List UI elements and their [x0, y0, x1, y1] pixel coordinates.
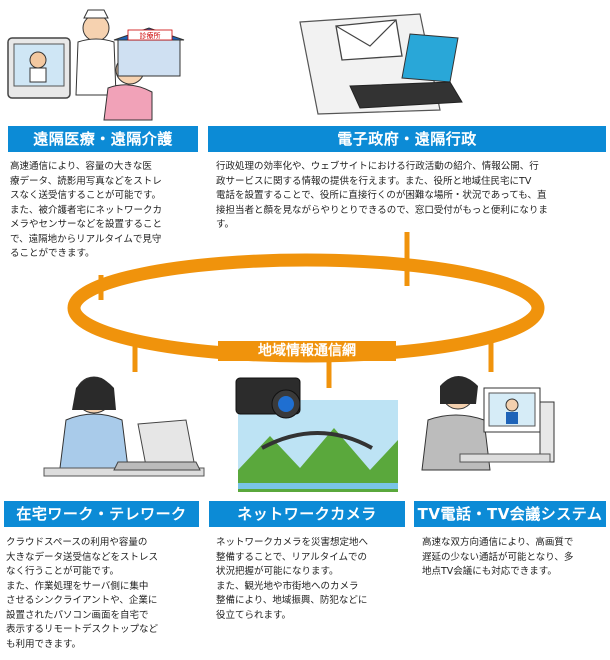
network-label: 地域情報通信網 [218, 341, 396, 361]
clinic-building [117, 39, 181, 77]
header-netcam: ネットワークカメラ [209, 501, 405, 527]
desc-line: 政サービスに関する情報の提供を行えます。また、役所と地域住民宅にTV [216, 175, 532, 187]
telework-illustration [43, 376, 205, 477]
desc-line: スなく送受信することが可能です。 [10, 190, 162, 201]
desc-line: また、被介護者宅にネットワークカ [10, 204, 163, 216]
desc-egov: 行政処理の効率化や、ウェブサイトにおける行政活動の紹介、情報公開、行 政サービス… [216, 160, 606, 233]
egov-illustration [299, 13, 463, 115]
desc-line: また、観光地や市街地へのカメラ [216, 580, 359, 592]
desc-line: 行政処理の効率化や、ウェブサイトにおける行政活動の紹介、情報公開、行 [216, 161, 539, 172]
laptop-screen [401, 33, 459, 83]
desc-netcam: ネットワークカメラを災害想定地へ 整備することで、リアルタイムでの 状況把握が可… [216, 536, 408, 623]
desc-line: 役立てられます。 [216, 609, 292, 621]
desc-line: 整備により、地域振興、防犯などに [216, 595, 368, 606]
bridge [261, 431, 373, 450]
desc-line: す。 [216, 219, 235, 230]
netcam-illustration [235, 377, 398, 492]
desc-line: 電話を設置することで、役所に直接行くのが困難な場所・状況であっても、直 [216, 190, 547, 201]
laptop-keyboard [349, 81, 463, 109]
desc-line: 地点TV会議にも対応できます。 [422, 566, 557, 577]
telemedicine-illustration: 診療所 [7, 9, 185, 121]
desc-line: も利用できます。 [6, 638, 82, 650]
tvphone-illustration [421, 376, 555, 471]
desc-line: ネットワークカメラを災害想定地へ [216, 537, 369, 548]
keyboard-desk [459, 453, 551, 463]
desc-line: 整備することで、リアルタイムでの [216, 551, 368, 563]
worker-hair [72, 377, 116, 410]
desc-line: 高速通信により、容量の大きな医 [10, 161, 152, 172]
nurse-head [82, 14, 110, 42]
desc-line: 表示するリモートデスクトップなど [6, 624, 159, 635]
header-tvphone: TV電話・TV会議システム [414, 501, 606, 527]
desc-line: クラウドスペースの利用や容量の [6, 537, 148, 548]
desc-line: 状況把握が可能になります。 [216, 566, 339, 577]
desc-line: メラやセンサーなどを設置すること [10, 219, 163, 230]
worker-body [59, 413, 129, 469]
desc-line: 設置されたパソコン画面を自宅で [6, 609, 149, 621]
elderly-person-body [103, 84, 153, 121]
desc-line: で、遠隔地からリアルタイムで見守 [10, 233, 162, 245]
envelope [335, 19, 403, 61]
doctor-on-screen-head [29, 51, 47, 69]
header-telework: 在宅ワーク・テレワーク [4, 501, 199, 527]
desc-line: 接担当者と顔を見ながらやりとりできるので、窓口受付がもっと便利になりま [216, 204, 548, 216]
desc-tvphone: 高速な双方向通信により、高画質で 遅延の少ない通話が可能となり、多 地点TV会議… [422, 536, 608, 580]
desc-line: 遅延の少ない通話が可能となり、多 [422, 551, 574, 563]
desc-line: 大きなデータ送受信などをストレス [6, 551, 159, 563]
desc-line: 高速な双方向通信により、高画質で [422, 537, 574, 548]
nurse-body [75, 38, 117, 96]
desc-line: 療データ、読影用写真などをストレ [10, 175, 162, 187]
pc-tower [539, 401, 555, 463]
desc-telework: クラウドスペースの利用や容量の 大きなデータ送受信などをストレス なく行うことが… [6, 536, 201, 652]
clinic-sign: 診療所 [140, 31, 161, 40]
laptop-lid [137, 419, 195, 467]
desc-line: なく行うことが可能です。 [6, 566, 120, 577]
desc-line: また、作業処理をサーバ側に集中 [6, 580, 149, 592]
header-telemedicine: 遠隔医療・遠隔介護 [8, 126, 198, 152]
desc-line: ることができます。 [10, 248, 95, 259]
header-egov: 電子政府・遠隔行政 [208, 126, 606, 152]
desc-line: させるシンクライアントや、企業に [6, 595, 158, 606]
desc-telemedicine: 高速通信により、容量の大きな医 療データ、読影用写真などをストレ スなく送受信す… [10, 160, 200, 262]
